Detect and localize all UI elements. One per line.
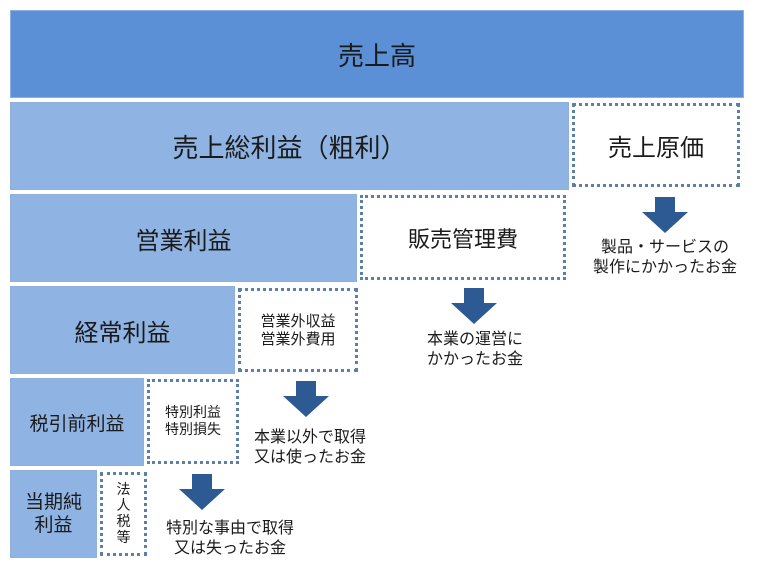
sales-label: 売上高 <box>337 41 416 72</box>
sga-label: 販売管理費 <box>407 227 518 253</box>
ordinary-profit-label: 経常利益 <box>74 318 171 347</box>
operating-profit-label: 営業利益 <box>135 226 232 255</box>
pretax-profit-box: 税引前利益 <box>10 378 144 466</box>
note-sga: 本業の運営に かかったお金 <box>426 329 523 368</box>
arrow-down-icon <box>642 197 688 233</box>
gross-profit-label: 売上総利益（粗利） <box>172 133 407 164</box>
note-non-operating: 本業以外で取得 又は使ったお金 <box>253 427 366 466</box>
arrow-down-icon <box>451 288 497 324</box>
cost-of-sales-label: 売上原価 <box>608 133 704 162</box>
extraordinary-box: 特別利益 特別損失 <box>147 379 239 464</box>
note-cost-of-sales: 製品・サービスの 製作にかかったお金 <box>592 237 737 276</box>
net-profit-label: 当期純 利益 <box>24 491 82 536</box>
sales-box: 売上高 <box>10 10 744 98</box>
arrow-down-icon <box>283 381 329 417</box>
arrow-down-icon <box>179 474 225 510</box>
cost-of-sales-box: 売上原価 <box>572 103 740 187</box>
extraordinary-label: 特別利益 特別損失 <box>165 404 221 438</box>
corporate-tax-label: 法 人 税 等 <box>116 481 131 547</box>
non-operating-box: 営業外収益 営業外費用 <box>238 288 358 372</box>
net-profit-box: 当期純 利益 <box>10 470 97 558</box>
pretax-profit-label: 税引前利益 <box>29 412 125 435</box>
gross-profit-box: 売上総利益（粗利） <box>10 102 569 190</box>
corporate-tax-box: 法 人 税 等 <box>100 472 147 556</box>
non-operating-label: 営業外収益 営業外費用 <box>260 312 336 348</box>
operating-profit-box: 営業利益 <box>10 194 357 282</box>
sga-box: 販売管理費 <box>360 195 566 280</box>
ordinary-profit-box: 経常利益 <box>10 286 235 374</box>
note-extraordinary: 特別な事由で取得 又は失ったお金 <box>165 518 294 557</box>
